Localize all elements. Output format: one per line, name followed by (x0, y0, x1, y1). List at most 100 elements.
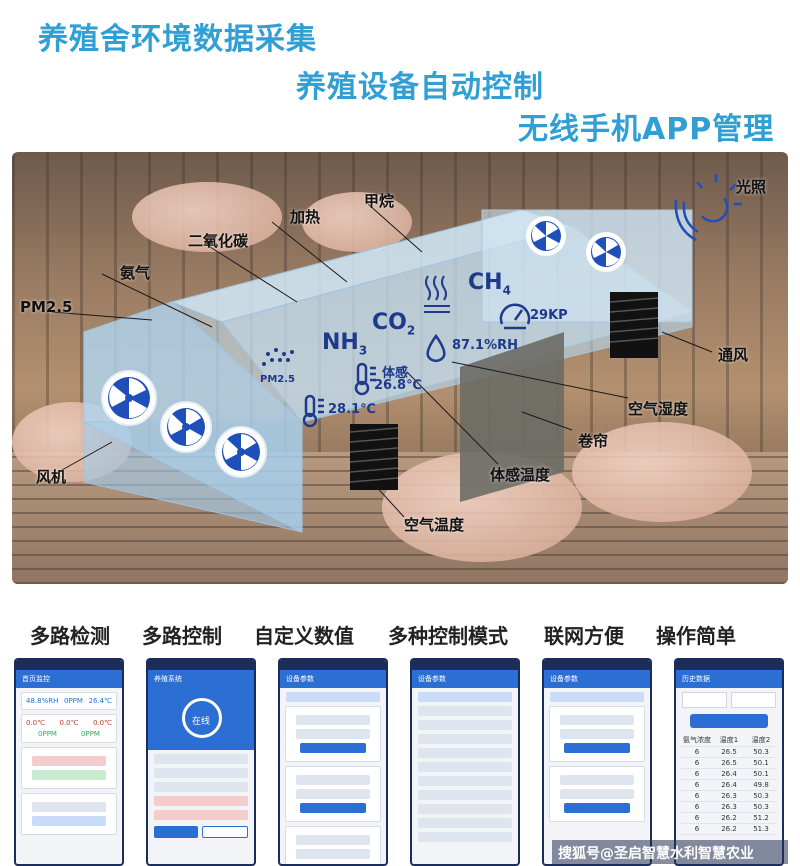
humidity-readout: 87.1%RH (452, 338, 518, 353)
action-button[interactable] (202, 826, 248, 838)
value-temp: 0.0℃ (26, 719, 45, 727)
phone-title: 首页监控 (16, 670, 122, 688)
phone-monitoring: 首页监控 48.8%RH 0PPM 26.4℃ 0.0℃ 0.0℃ 0.0℃ 0… (14, 658, 124, 866)
barn-structure (51, 174, 742, 533)
sensor-card: 0.0℃ 0.0℃ 0.0℃ 0PPM 0PPM (21, 714, 117, 743)
feature-item: 多路控制 (142, 624, 222, 648)
thermometer-icon (302, 394, 324, 428)
action-button[interactable] (154, 826, 198, 838)
sensor-card: 48.8%RH 0PPM 26.4℃ (21, 692, 117, 710)
nh3-readout: NH3 (322, 330, 368, 358)
fan-icon (101, 370, 157, 426)
save-button[interactable] (564, 803, 630, 813)
watermark: 搜狐号@圣启智慧水利智慧农业 (552, 840, 788, 864)
co2-readout: CO2 (372, 310, 416, 338)
table-header: 氨气浓度 温度1 温度2 (681, 734, 777, 747)
feel-label: 体感 (382, 366, 409, 381)
fan-icon (526, 216, 566, 256)
leader-lines (51, 203, 713, 518)
value-ppm: 0PPM (63, 697, 83, 705)
headline-app-management: 无线手机APP管理 (518, 112, 775, 147)
sensor-card (21, 793, 117, 835)
query-button[interactable] (690, 714, 768, 728)
param-card (285, 706, 381, 762)
thermometer-icon (354, 362, 376, 396)
feature-list: 多路检测 多路控制 自定义数值 多种控制模式 联网方便 操作简单 (30, 620, 770, 650)
label-curtain: 卷帘 (578, 432, 609, 450)
confirm-button[interactable] (300, 743, 366, 753)
phone-title: 设备参数 (280, 670, 386, 688)
label-pm25: PM2.5 (20, 298, 73, 316)
save-button[interactable] (564, 743, 630, 753)
droplet-icon (426, 333, 446, 363)
pig-image (572, 422, 752, 522)
phone-system: 养殖系统 在线 (146, 658, 256, 866)
app-screenshots: 首页监控 48.8%RH 0PPM 26.4℃ 0.0℃ 0.0℃ 0.0℃ 0… (14, 658, 786, 866)
online-status: 在线 (191, 717, 210, 727)
pig-image (132, 182, 282, 252)
confirm-button[interactable] (300, 803, 366, 813)
value-ppm: 0PPM (81, 730, 100, 738)
label-air-humidity: 空气湿度 (628, 400, 689, 418)
param-card (285, 766, 381, 822)
phone-title: 设备参数 (412, 670, 518, 688)
label-ammonia: 氨气 (120, 264, 151, 282)
feel-value: 26.8℃ (374, 378, 422, 393)
headline-auto-control: 养殖设备自动控制 (296, 70, 544, 105)
label-feel-temp: 体感温度 (490, 466, 551, 484)
pig-image (302, 192, 412, 252)
sun-icon (674, 174, 742, 242)
value-ppm: 0PPM (38, 730, 57, 738)
barn-illustration: 光照 甲烷 加热 二氧化碳 氨气 PM2.5 通风 空气湿度 卷帘 风机 体感温… (12, 152, 788, 584)
feature-item: 自定义数值 (254, 624, 354, 648)
phone-title: 养殖系统 (148, 670, 254, 688)
vent-window (609, 292, 659, 358)
curtain-panel (460, 332, 564, 502)
value-temp: 0.0℃ (93, 719, 112, 727)
param-card (549, 766, 645, 822)
label-air-temp: 空气温度 (404, 516, 465, 534)
phone-title: 设备参数 (544, 670, 650, 688)
pressure-readout: 29KP (530, 308, 568, 323)
label-heating: 加热 (290, 208, 321, 226)
phone-params-3: 设备参数 (542, 658, 652, 866)
phone-params-2: 设备参数 (410, 658, 520, 866)
phone-title: 历史数据 (676, 670, 782, 688)
heat-icon (424, 275, 450, 313)
table-header-cell: 温度2 (751, 736, 771, 744)
sensor-card (21, 747, 117, 789)
value-temp: 26.4℃ (88, 697, 112, 705)
fan-icon (586, 232, 626, 272)
phone-params-1: 设备参数 (278, 658, 388, 866)
feature-item: 联网方便 (544, 624, 624, 648)
feature-item: 多种控制模式 (388, 624, 508, 648)
window-icon (349, 424, 399, 490)
temperature-readout: 28.1℃ (328, 402, 376, 417)
dust-icon (262, 348, 294, 366)
label-fan: 风机 (36, 468, 67, 486)
gauge-icon (499, 303, 531, 330)
param-card (549, 706, 645, 762)
value-temp: 0.0℃ (59, 719, 79, 727)
label-ventilation: 通风 (718, 346, 749, 364)
label-methane: 甲烷 (364, 192, 395, 210)
feature-item: 操作简单 (656, 624, 736, 648)
headline-data-collection: 养殖舍环境数据采集 (38, 22, 317, 57)
pm25-icon-label: PM2.5 (260, 374, 295, 385)
param-card (285, 826, 381, 864)
table-header-cell: 氨气浓度 (683, 736, 711, 744)
value-humidity: 48.8%RH (26, 697, 59, 705)
label-co2: 二氧化碳 (188, 232, 249, 250)
table-header-cell: 温度1 (719, 736, 739, 744)
ch4-readout: CH4 (468, 270, 511, 298)
